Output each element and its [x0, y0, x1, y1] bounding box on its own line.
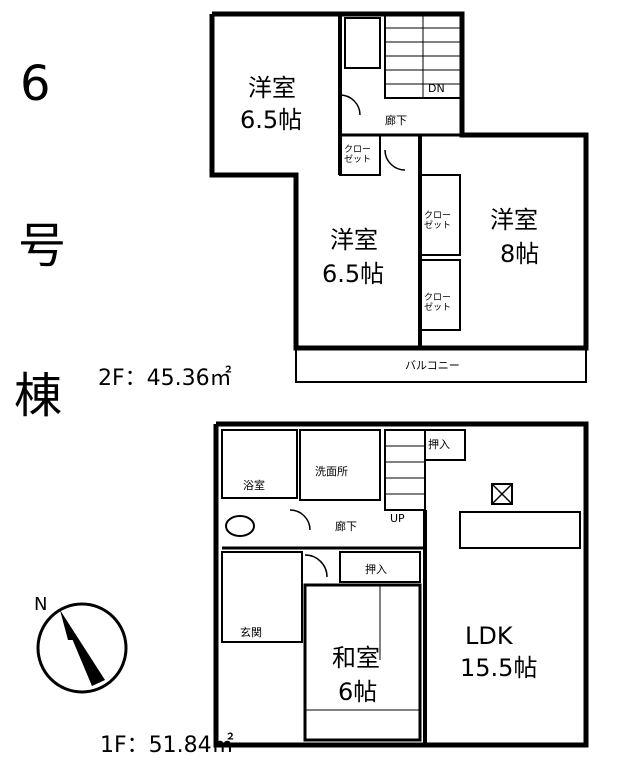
- building-char-tou: 棟: [14, 368, 62, 424]
- room-western-b-size: 6.5帖: [322, 260, 384, 288]
- room-western-c-size: 8帖: [500, 240, 539, 268]
- washroom-label: 洗面所: [315, 465, 348, 478]
- hall-1f-label: 廊下: [335, 519, 357, 533]
- room-western-b-name: 洋室: [330, 226, 378, 254]
- room-western-a-size: 6.5帖: [240, 106, 302, 134]
- closet-mid-label: クローゼット: [424, 210, 451, 231]
- bath-label: 浴室: [243, 478, 265, 492]
- room-ldk-name: LDK: [465, 622, 514, 650]
- room-japanese-name: 和室: [332, 644, 380, 672]
- floor2-area: 2F：45.36㎡: [98, 365, 232, 391]
- floor1-plan: [213, 421, 589, 748]
- room-western-c-name: 洋室: [490, 206, 538, 234]
- closet-low-label: クローゼット: [424, 292, 451, 313]
- compass-icon: N: [34, 594, 128, 694]
- stairs-dn-label: DN: [428, 82, 445, 95]
- floor1-area: 1F：51.84㎡: [100, 732, 234, 758]
- compass-north-label: N: [34, 594, 47, 615]
- entrance-label: 玄関: [240, 625, 262, 639]
- storage-top-label: 押入: [428, 437, 450, 451]
- building-number: 6: [20, 56, 51, 112]
- building-char-go: 号: [18, 218, 66, 274]
- closet-small-label: クローゼット: [344, 144, 371, 165]
- stairs-up-label: UP: [390, 512, 405, 525]
- storage-mid-label: 押入: [365, 562, 387, 576]
- room-ldk-size: 15.5帖: [460, 654, 537, 682]
- room-western-a-name: 洋室: [248, 74, 296, 102]
- floor2-plan: [209, 11, 589, 383]
- balcony-label: バルコニー: [405, 359, 460, 372]
- hall-2f-label: 廊下: [385, 113, 407, 127]
- room-japanese-size: 6帖: [338, 678, 377, 706]
